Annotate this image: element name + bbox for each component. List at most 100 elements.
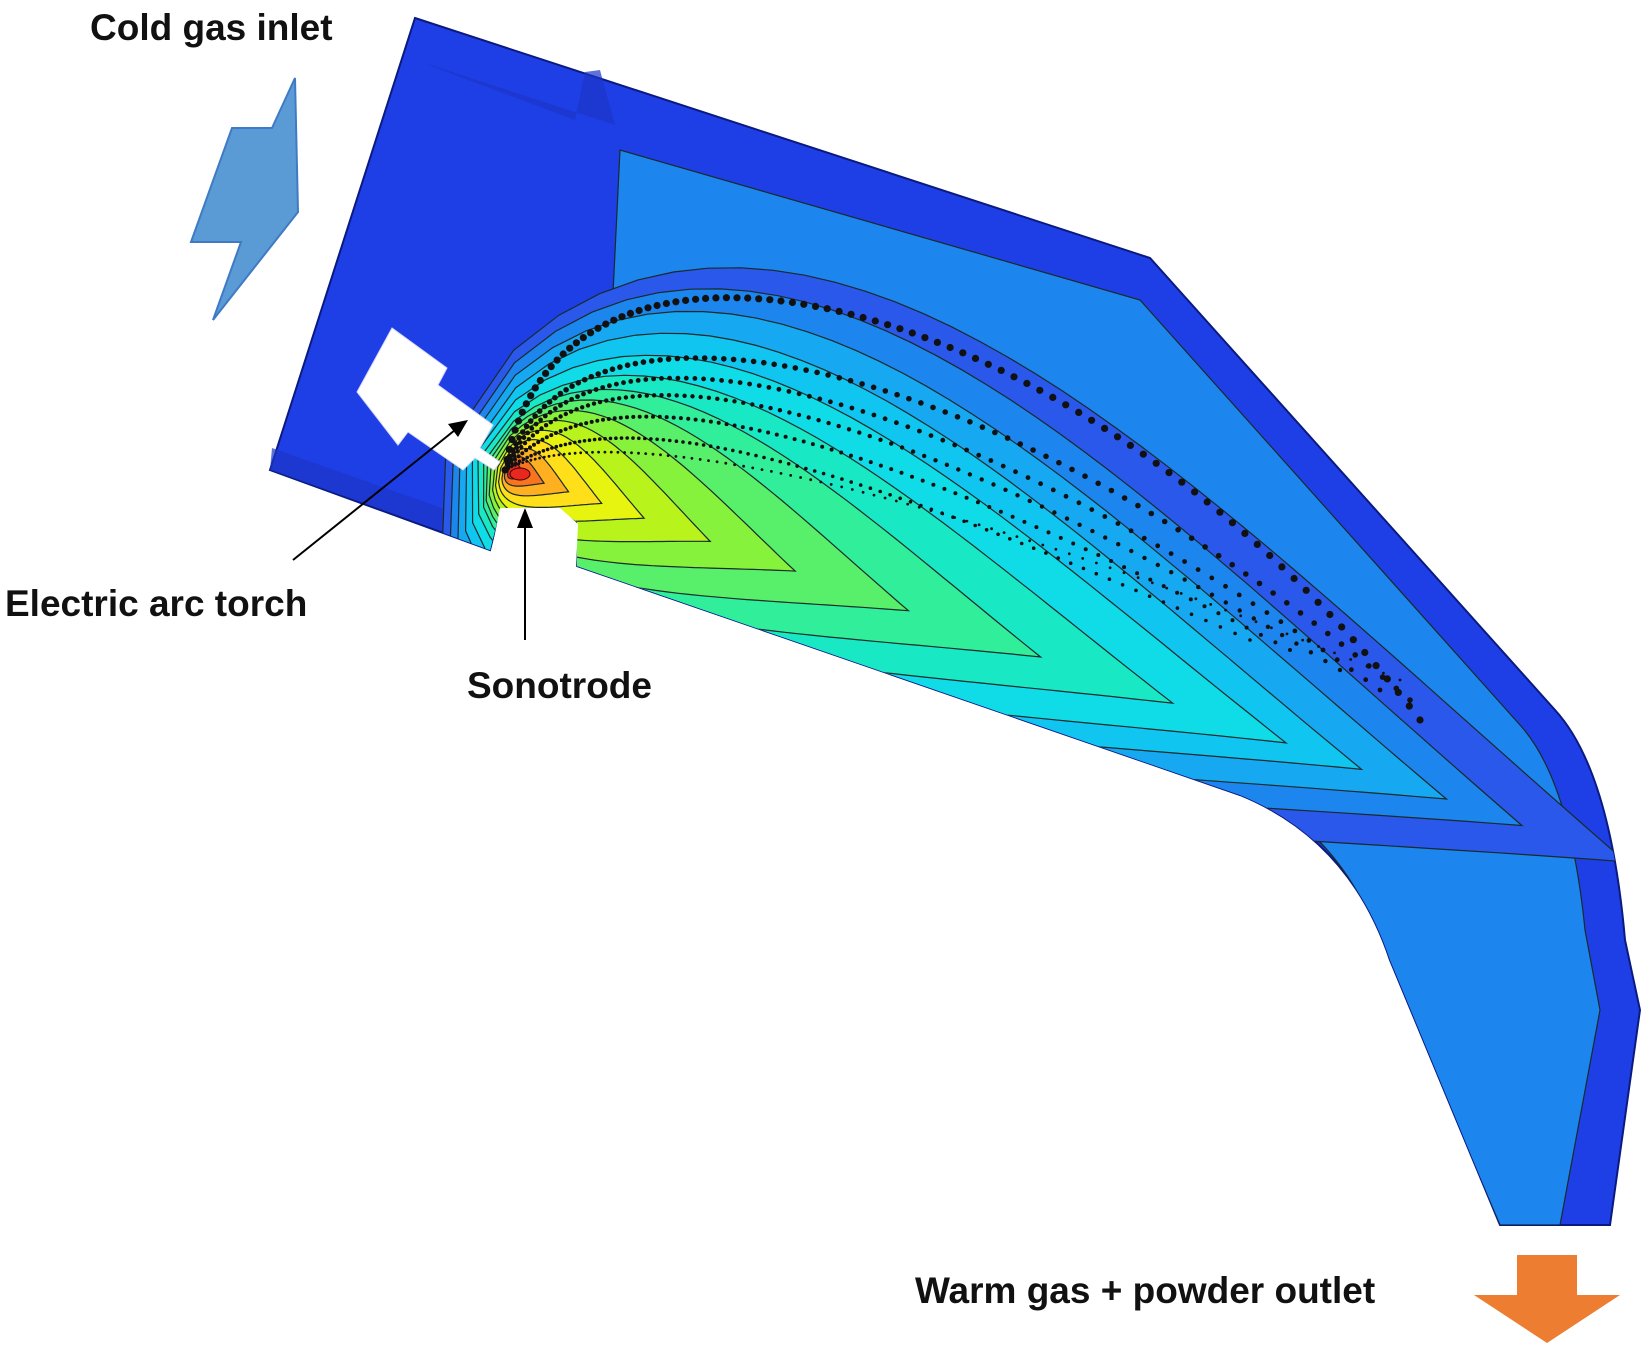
particle-dot xyxy=(889,441,894,446)
particle-dot xyxy=(868,460,873,465)
particle-dot xyxy=(979,424,986,430)
particle-dot xyxy=(577,439,582,444)
particle-dot xyxy=(594,324,602,332)
particle-dot xyxy=(533,421,539,427)
particle-dot xyxy=(922,453,927,459)
particle-dot xyxy=(1090,528,1095,534)
particle-dot xyxy=(1182,577,1187,582)
particle-dot xyxy=(1264,610,1270,615)
particle-dot xyxy=(884,321,892,329)
particle-dot xyxy=(519,444,524,450)
particle-dot xyxy=(722,294,731,302)
particle-dot xyxy=(1081,566,1086,571)
particle-dot xyxy=(789,474,793,477)
particle-dot xyxy=(530,433,536,438)
particle-dot xyxy=(931,482,936,487)
particle-dot xyxy=(821,471,826,476)
particle-dot xyxy=(506,467,510,470)
particle-dot xyxy=(1039,504,1045,509)
particle-dot xyxy=(1317,645,1320,648)
particle-dot xyxy=(1278,563,1286,571)
particle-dot xyxy=(1270,590,1276,596)
particle-dot xyxy=(738,450,743,454)
particle-dot xyxy=(584,421,589,426)
sonotrode-pointer-arrow xyxy=(517,508,533,640)
particle-dot xyxy=(829,483,833,486)
particle-dot xyxy=(1270,626,1273,630)
particle-dot xyxy=(733,294,741,302)
particle-dot xyxy=(1236,592,1242,598)
particle-dot xyxy=(1256,580,1263,587)
particle-dot xyxy=(1010,373,1018,381)
particle-dot xyxy=(1229,561,1235,568)
particle-dot xyxy=(1129,548,1134,554)
particle-dot xyxy=(1062,401,1070,409)
particle-dot xyxy=(1382,671,1385,675)
particle-dot xyxy=(941,512,945,516)
particle-dot xyxy=(595,371,601,377)
particle-dot xyxy=(732,423,737,428)
particle-dot xyxy=(559,443,563,448)
particle-dot xyxy=(648,358,655,364)
particle-dot xyxy=(1194,597,1198,601)
particle-dot xyxy=(1203,498,1211,506)
particle-dot xyxy=(524,448,529,453)
particle-dot xyxy=(1325,630,1331,637)
particle-dot xyxy=(984,528,989,532)
particle-dot xyxy=(1175,606,1180,610)
particle-dot xyxy=(1052,510,1057,515)
particle-dot xyxy=(528,445,532,450)
particle-dot xyxy=(508,436,516,444)
particle-dot xyxy=(1108,566,1112,570)
particle-dot xyxy=(740,357,747,364)
particle-dot xyxy=(649,437,653,441)
particle-dot xyxy=(1334,657,1340,663)
particle-dot xyxy=(1150,581,1154,585)
particle-dot xyxy=(1215,552,1222,559)
particle-dot xyxy=(1254,620,1258,624)
particle-dot xyxy=(1253,540,1261,549)
particle-dot xyxy=(568,409,574,414)
particle-dot xyxy=(651,393,657,398)
particle-dot xyxy=(637,414,642,419)
particle-dot xyxy=(683,375,689,381)
particle-dot xyxy=(768,405,773,411)
particle-dot xyxy=(898,496,902,501)
particle-dot xyxy=(1218,625,1223,629)
particle-dot xyxy=(1265,624,1271,629)
particle-dot xyxy=(573,440,577,445)
particle-dot xyxy=(578,422,583,427)
particle-dot xyxy=(603,450,607,454)
particle-dot xyxy=(910,449,916,454)
particle-dot xyxy=(992,429,998,436)
wall-shade-bottom xyxy=(270,448,490,548)
electric-arc-torch xyxy=(356,327,501,471)
particle-dot xyxy=(954,414,961,420)
particle-dot xyxy=(644,414,649,419)
particle-dot xyxy=(1372,662,1380,670)
particle-dot xyxy=(894,499,898,503)
particle-dot xyxy=(836,423,841,429)
particle-dot xyxy=(533,452,537,456)
particle-dot xyxy=(1239,614,1243,618)
particle-dot xyxy=(1161,600,1166,604)
particle-dot xyxy=(536,408,543,414)
particle-dot xyxy=(1349,636,1357,644)
particle-dot xyxy=(1290,574,1298,583)
particle-dot xyxy=(1175,590,1180,595)
particle-dot xyxy=(933,338,942,346)
particle-dot xyxy=(644,452,648,455)
particle-dot xyxy=(1195,567,1201,572)
particle-dot xyxy=(1115,521,1121,526)
particle-dot xyxy=(623,451,626,454)
particle-dot xyxy=(552,394,558,401)
particle-dot xyxy=(535,429,540,435)
particle-dot xyxy=(651,414,655,419)
particle-dot xyxy=(552,454,556,457)
particle-dot xyxy=(878,489,882,494)
particle-dot xyxy=(614,436,618,441)
particle-dot xyxy=(1038,481,1043,487)
particle-dot xyxy=(526,437,532,442)
particle-dot xyxy=(682,296,690,304)
